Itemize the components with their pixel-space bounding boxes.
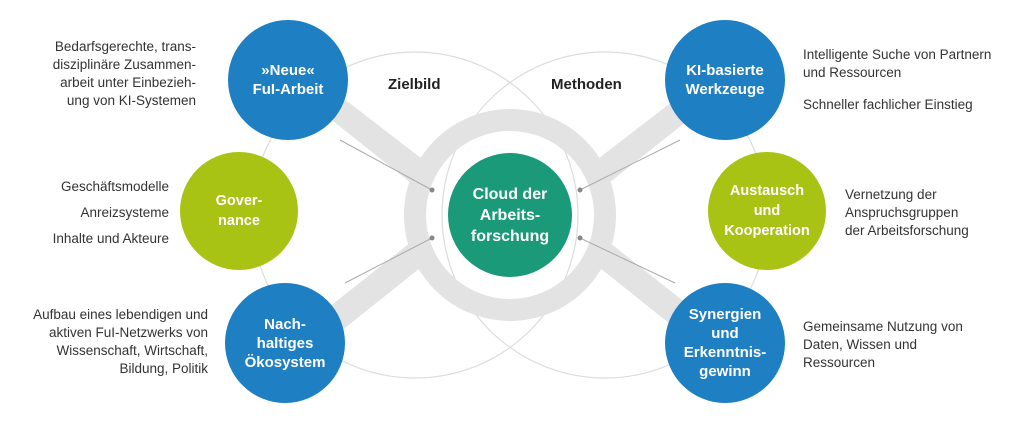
node-label: Nach- haltiges Ökosystem	[244, 315, 326, 371]
node-governance: Gover- nance	[180, 152, 298, 270]
node-label: Synergien und Erkenntnis- gewinn	[683, 306, 767, 380]
connector-dot	[429, 235, 435, 241]
connector-line	[344, 237, 433, 284]
center-ring	[404, 109, 616, 321]
text-governance: Geschäftsmodelle Anreizsysteme Inhalte u…	[52, 179, 169, 246]
node-synergien: Synergien und Erkenntnis- gewinn	[665, 283, 785, 403]
node-label: Gover- nance	[215, 193, 263, 229]
label-methoden: Methoden	[551, 76, 622, 93]
text-nachhaltiges-oekosystem: Aufbau eines lebendigen und aktiven FuI-…	[33, 307, 208, 376]
connector-line	[579, 237, 676, 284]
connector-dot	[577, 187, 583, 193]
node-label: »Neue« FuI-Arbeit	[252, 62, 324, 98]
node-neue-fui-arbeit: »Neue« FuI-Arbeit	[228, 20, 348, 140]
text-synergien: Gemeinsame Nutzung von Daten, Wissen und…	[803, 319, 963, 370]
node-ki-werkzeuge: KI-basierte Werkzeuge	[665, 20, 785, 140]
center-node: Cloud der Arbeits- forschung	[448, 153, 572, 277]
node-nachhaltiges-oekosystem: Nach- haltiges Ökosystem	[225, 283, 345, 403]
node-label: KI-basierte Werkzeuge	[685, 62, 765, 98]
connector-line	[579, 139, 681, 191]
label-zielbild: Zielbild	[388, 76, 441, 93]
connector-dot	[429, 187, 435, 193]
text-ki-werkzeuge-2: Schneller fachlicher Einstieg	[803, 97, 973, 112]
center-node-label: Cloud der Arbeits- forschung	[470, 185, 550, 245]
node-austausch-kooperation: Austausch und Kooperation	[708, 152, 826, 270]
text-neue-fui-arbeit: Bedarfsgerechte, trans- disziplinäre Zus…	[52, 39, 196, 108]
text-ki-werkzeuge: Intelligente Suche von Partnern und Ress…	[803, 47, 992, 80]
connector-dot	[577, 235, 583, 241]
node-label: Austausch und Kooperation	[724, 183, 810, 239]
connector-line	[339, 139, 433, 191]
text-austausch-kooperation: Vernetzung der Anspruchsgruppen der Arbe…	[845, 187, 969, 238]
